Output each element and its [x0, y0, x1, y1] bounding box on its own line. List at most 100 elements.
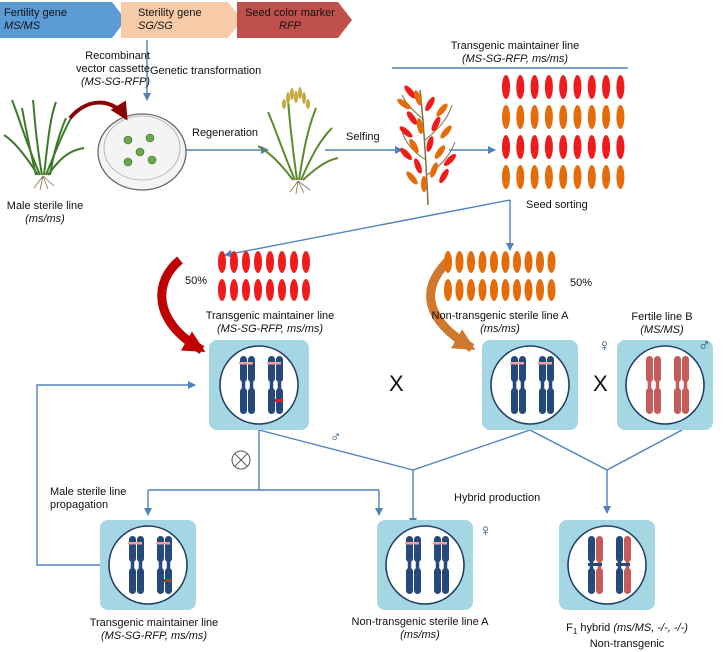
seed: [516, 75, 525, 99]
centromere: [655, 379, 660, 391]
seed: [218, 279, 226, 301]
seed: [425, 96, 435, 112]
seed: [478, 251, 487, 273]
seed: [616, 165, 625, 189]
seed: [573, 165, 582, 189]
seed: [430, 162, 438, 178]
chromatid-arm: [248, 356, 255, 383]
seed: [436, 103, 448, 117]
chromatid-arm: [588, 567, 595, 594]
chromosome: [682, 356, 689, 414]
chromatid-arm: [406, 567, 413, 594]
box-circle: [385, 525, 465, 605]
seed: [616, 105, 625, 129]
centromere: [435, 559, 440, 571]
chromatid-arm: [434, 536, 441, 563]
seed: [602, 105, 611, 129]
centromere: [130, 559, 135, 571]
seed: [254, 279, 262, 301]
female-symbol-mid: ♀: [598, 336, 611, 355]
maintainer-mid-label: Transgenic maintainer line(MS-SG-RFP, ms…: [205, 310, 335, 335]
seed: [490, 279, 498, 301]
hybrid-production-label: Hybrid production: [454, 492, 541, 504]
seed: [602, 75, 611, 99]
centromere: [249, 379, 254, 391]
seed: [399, 147, 413, 161]
seed: [559, 135, 568, 159]
gene-band: [128, 542, 142, 545]
box-circle: [490, 345, 570, 425]
centromere: [138, 559, 143, 571]
chromatid-arm: [414, 567, 421, 594]
seed-grid-sorting: [502, 75, 625, 189]
callus: [135, 147, 145, 157]
chromatid-arm: [137, 536, 144, 563]
seed: [290, 251, 298, 273]
pct-right-label: 50%: [570, 277, 593, 289]
chromatid-arm: [547, 387, 554, 414]
seed: [536, 279, 544, 301]
box-maintainer-mid: [209, 340, 309, 430]
maintainer-bottom-label: Transgenic maintainer line(MS-SG-RFP, ms…: [89, 617, 219, 642]
centromere: [683, 379, 688, 391]
seed: [242, 251, 250, 273]
seed-sorting-label: Seed sorting: [526, 199, 588, 211]
chromatid-arm: [674, 387, 681, 414]
chromatid-arm: [442, 536, 449, 563]
seed: [524, 251, 533, 273]
box-circle: [567, 525, 647, 605]
curve-orange-arrow: [426, 258, 476, 352]
seed: [502, 105, 510, 129]
box-fertile-b: [617, 340, 713, 430]
box-maintainer-bottom: [100, 520, 196, 610]
chromatid-arm: [624, 567, 631, 594]
regeneration-label: Regeneration: [192, 127, 259, 139]
centromere: [277, 379, 282, 391]
chromatid-arm: [157, 567, 164, 594]
transformation-label: Genetic transformation: [150, 65, 262, 77]
callus: [145, 133, 155, 143]
seed: [439, 168, 449, 184]
transgene-mark: [164, 579, 172, 582]
chromatid-arm: [674, 356, 681, 383]
seed: [409, 138, 419, 154]
seed: [536, 251, 544, 273]
gene-band: [433, 542, 447, 545]
chromatid-arm: [596, 567, 603, 594]
sterility-gene-arrow: [121, 2, 242, 38]
seed: [254, 251, 262, 273]
seed: [302, 279, 310, 301]
seed: [490, 251, 498, 273]
chromatid-arm: [624, 536, 631, 563]
seed: [266, 279, 274, 301]
chromatid-arm: [248, 387, 255, 414]
seed: [416, 118, 424, 134]
callus: [147, 155, 157, 165]
chromatid-arm: [268, 356, 275, 383]
seed-grid-orange: [444, 251, 556, 301]
seed: [467, 279, 475, 301]
crossover: [588, 563, 602, 566]
centromere: [407, 559, 412, 571]
f1-hybrid-label: F1 hybrid (ms/MS, -/-, -/-) Non-transgen…: [566, 622, 688, 651]
male-symbol-line: ♂: [330, 429, 342, 446]
seed: [455, 251, 464, 273]
chromosome: [248, 356, 255, 414]
seed: [516, 135, 525, 159]
seed: [230, 251, 238, 273]
chromatid-arm: [276, 356, 283, 383]
selfing-label: Selfing: [346, 131, 380, 143]
seed: [266, 251, 274, 273]
centromere: [415, 559, 420, 571]
seed: [573, 75, 582, 99]
plant-roots: [33, 175, 55, 191]
centromere: [241, 379, 246, 391]
seed: [547, 279, 556, 301]
seed-grid-red: [218, 251, 310, 301]
transfer-arrow-dark-red: [68, 100, 128, 121]
seed: [544, 105, 553, 129]
plant-roots-2: [289, 180, 311, 195]
chromosome-boxes: [100, 340, 713, 610]
